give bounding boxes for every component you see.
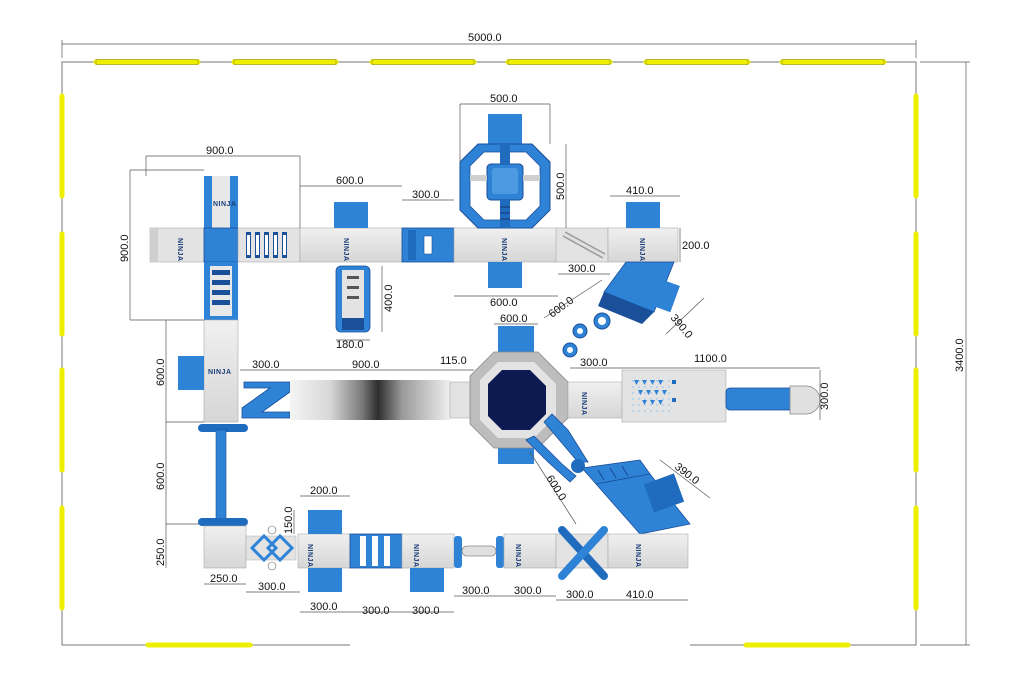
slide-span-label: 300.0 bbox=[568, 263, 596, 275]
ramp-c-label: 600.0 bbox=[543, 473, 568, 503]
cross-width-label: 900.0 bbox=[206, 145, 234, 157]
ninja-tag-beam-3: NINJA bbox=[638, 238, 645, 262]
ninja-tag-right: NINJA bbox=[580, 392, 587, 416]
cross-dimensions bbox=[129, 155, 301, 321]
ninja-tag-bottom-1: NINJA bbox=[306, 544, 313, 568]
floating-discs bbox=[562, 312, 611, 358]
module-top-label: 200.0 bbox=[310, 485, 338, 497]
climb-wall bbox=[335, 265, 371, 333]
module-width-label: 410.0 bbox=[626, 185, 654, 197]
pillar-connector bbox=[198, 424, 248, 526]
module-small-label: 150.0 bbox=[283, 506, 295, 534]
center-span-label: 600.0 bbox=[490, 297, 518, 309]
buoy-lines bbox=[59, 59, 919, 648]
bottom-corner-h-label: 250.0 bbox=[155, 538, 167, 566]
ninja-tag-bottom-3: NINJA bbox=[514, 544, 521, 568]
z-slide bbox=[241, 381, 291, 419]
tower-dimensions bbox=[459, 103, 567, 228]
gap-small-label: 115.0 bbox=[440, 355, 467, 367]
central-hub bbox=[469, 326, 569, 464]
total-width-label: 5000.0 bbox=[468, 32, 502, 44]
tube-length-label: 900.0 bbox=[352, 359, 380, 371]
ninja-tag-spine: NINJA bbox=[208, 369, 232, 376]
bottom-corner-w-label: 250.0 bbox=[210, 573, 238, 585]
climb-dimensions bbox=[336, 266, 383, 341]
tower-width-label: 500.0 bbox=[490, 93, 518, 105]
ninja-tag-beam-1: NINJA bbox=[342, 238, 349, 262]
tower-height-label: 500.0 bbox=[555, 172, 567, 200]
bottom-dimensions bbox=[204, 495, 688, 613]
pillar-height-label: 600.0 bbox=[155, 462, 167, 490]
bottom-diamond bbox=[245, 525, 297, 571]
beam-dimensions bbox=[300, 185, 681, 297]
tube-to-hub bbox=[449, 381, 473, 419]
overall-dimensions bbox=[61, 40, 970, 646]
module-height-label: 200.0 bbox=[682, 240, 710, 252]
right-height-label: 300.0 bbox=[819, 382, 831, 410]
ninja-tag-beam-2: NINJA bbox=[500, 238, 507, 262]
b3-label: 300.0 bbox=[362, 605, 390, 617]
climb-width-label: 180.0 bbox=[336, 339, 364, 351]
spine-dimensions bbox=[165, 320, 204, 568]
zslide-offset-label: 300.0 bbox=[252, 359, 280, 371]
buoy-lines-outline bbox=[95, 59, 885, 65]
b2-label: 300.0 bbox=[310, 601, 338, 613]
ninja-tag-cross-top: NINJA bbox=[213, 201, 237, 208]
right-gap-label: 300.0 bbox=[580, 357, 608, 369]
ramp-upper-dims bbox=[543, 279, 705, 335]
ladder-dims bbox=[529, 451, 711, 525]
ramp-b-label: 390.0 bbox=[668, 312, 695, 341]
top-beam bbox=[299, 202, 679, 288]
tower-module bbox=[459, 114, 551, 229]
cross-module bbox=[149, 176, 301, 320]
b6-label: 300.0 bbox=[514, 585, 542, 597]
tunnel-tube bbox=[290, 380, 450, 420]
right-arm bbox=[567, 369, 821, 423]
bottom-row bbox=[203, 510, 689, 592]
diagonal-ladder bbox=[525, 413, 691, 535]
ninja-tag-cross-left: NINJA bbox=[176, 238, 183, 262]
ramp-a-label: 600.0 bbox=[547, 295, 576, 321]
total-height-label: 3400.0 bbox=[954, 338, 966, 372]
ninja-tag-bottom-2: NINJA bbox=[412, 544, 419, 568]
climb-height-label: 400.0 bbox=[383, 284, 395, 312]
b7-label: 300.0 bbox=[566, 589, 594, 601]
hub-top-label: 600.0 bbox=[500, 313, 528, 325]
right-dimensions bbox=[570, 367, 821, 420]
ramp-upper bbox=[598, 261, 680, 324]
b8-label: 410.0 bbox=[626, 589, 654, 601]
b1-label: 300.0 bbox=[258, 581, 286, 593]
right-length-label: 1100.0 bbox=[694, 353, 727, 365]
left-spine bbox=[178, 319, 239, 423]
cross-height-label: 900.0 bbox=[119, 234, 131, 262]
gap-top-label: 300.0 bbox=[412, 189, 440, 201]
pool-boundary bbox=[61, 61, 917, 646]
left-vertical-label: 600.0 bbox=[155, 358, 167, 386]
b4-label: 300.0 bbox=[412, 605, 440, 617]
ninja-tag-bottom-4: NINJA bbox=[634, 544, 641, 568]
beam-a-label: 600.0 bbox=[336, 175, 364, 187]
b5-label: 300.0 bbox=[462, 585, 490, 597]
